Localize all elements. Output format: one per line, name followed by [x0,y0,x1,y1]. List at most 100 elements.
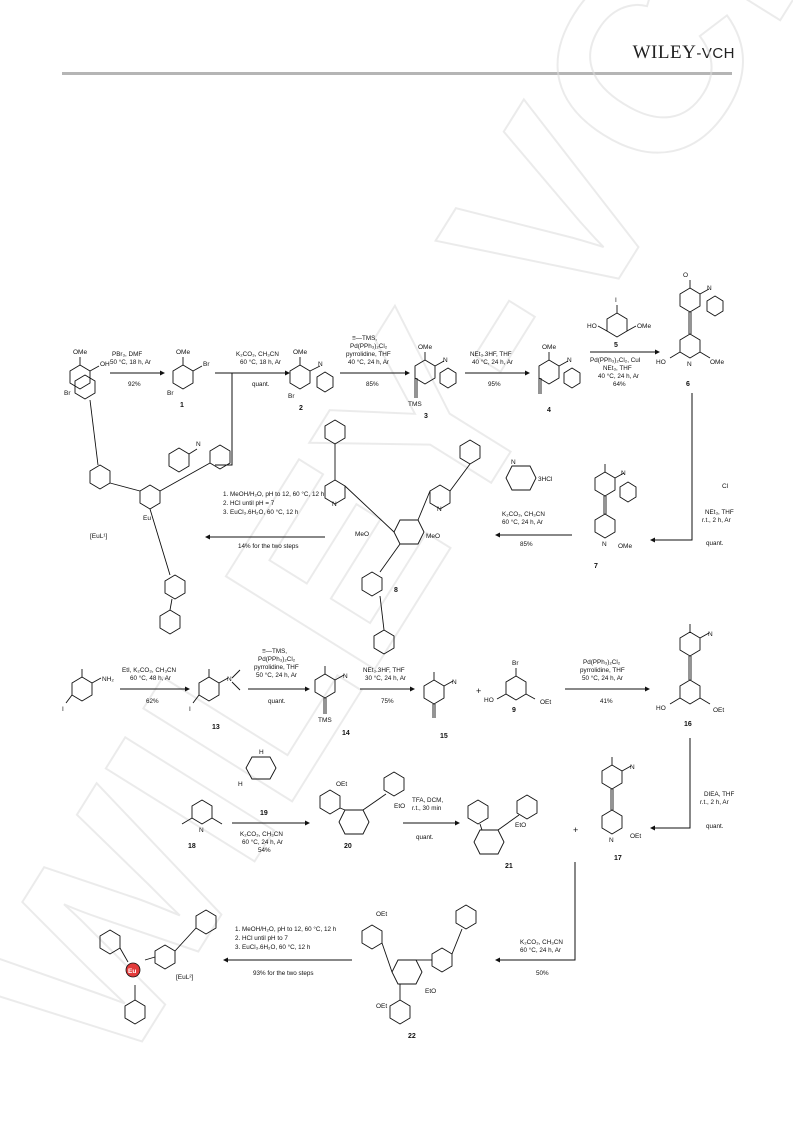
compound-label-9: 9 [512,707,516,714]
s1-step8-line3: 3. EuCl₃.6H₂O, 60 °C, 12 h [223,508,299,516]
header-rule [62,72,732,75]
compound-label-1: 1 [180,402,184,409]
s1-step7-yield: 85% [520,541,533,548]
s1-step2-line2: 60 °C, 18 h, Ar [240,358,281,366]
atom-ome: OMe [293,349,307,356]
scheme-1: OMe OH Br PBr₃, DMF 50 °C, 18 h, Ar 92% … [64,272,734,655]
bracket-s1 [215,372,233,466]
compound-5: I HO OMe 5 [587,297,651,349]
atom-n: N [452,679,457,686]
s2-step4-line1: Pd(PPh₃)₂Cl₂ [583,659,621,666]
s2-step1-line1: EtI, K₂CO₃, CH₃CN [122,667,177,674]
compound-label-21: 21 [505,863,513,870]
s1-step1-line1: PBr₃, DMF [112,351,142,358]
s1-step3-line3: pyrrolidine, THF [346,351,391,358]
publisher-main: Wiley [632,42,697,63]
atom-oet: OEt [540,699,551,706]
s1-step5-line1: Pd(PPh₃)₂Cl₂, CuI [590,357,641,364]
s2-step8-line1: K₂CO₃, CH₃CN [520,939,563,946]
atom-ome: OMe [73,349,87,356]
s2-step2-line2: Pd(PPh₃)₂Cl₂ [258,656,296,663]
s2-step4-line2: pyrrolidine, THF [580,667,625,674]
s2-step4-yield: 41% [600,698,613,705]
s2-step7-yield: quant. [416,834,434,841]
compound-label-15: 15 [440,733,448,740]
plus-sign: + [573,825,578,835]
atom-br: Br [64,390,71,397]
atom-n: N [630,764,635,771]
s2-step6-line2: 60 °C, 24 h, Ar [242,838,283,846]
publisher-logo: Wiley-VCH [633,42,735,64]
compound-6: O N N HO OMe 6 [656,272,724,388]
starting-amine: NH₂ I [62,669,114,713]
atom-n: N [511,459,516,466]
starting-material-1: OMe OH Br [64,349,110,397]
compound-2: OMe N Br 2 [288,349,334,412]
atom-n: N [437,506,442,513]
atom-nh2: NH₂ [102,676,114,683]
s2-step2-line1: ≡—TMS, [262,648,287,655]
s2-step7-line1: TFA, DCM, [412,797,443,804]
arrow-s2-5 [655,738,691,829]
atom-n: N [332,501,337,508]
compound-19: H H 19 [238,749,277,817]
s1-step7-line1: K₂CO₃, CH₃CN [502,511,545,518]
complex-label-1: [EuL¹] [90,533,108,540]
compound-9: Br HO OEt 9 [484,660,551,714]
s1-step3-line4: 40 °C, 24 h, Ar [348,358,389,366]
s1-step3-line2: Pd(PPh₃)₂Cl₂ [350,343,388,350]
atom-br: Br [203,361,210,368]
s1-step8-line2: 2. HCl until pH = 7 [223,500,275,507]
compound-21: EtO 21 [467,794,538,870]
atom-tms: TMS [318,717,332,724]
atom-oet: OEt [630,833,641,840]
compound-label-22: 22 [408,1033,416,1040]
atom-ho: HO [587,323,597,330]
compound-label-3: 3 [424,413,428,420]
atom-i: I [615,297,617,304]
compound-15: N 15 [423,672,457,740]
s2-step4-line3: 50 °C, 24 h, Ar [582,674,623,682]
eu-center-1: Eu [143,515,151,522]
s2-step2-line3: pyrrolidine, THF [254,664,299,671]
atom-ome: OMe [618,543,632,550]
atom-o: O [683,272,688,279]
compound-label-19: 19 [260,810,268,817]
compound-label-14: 14 [342,730,350,737]
compound-8: N N MeO MeO 8 [324,419,481,655]
s2-step1-yield: 62% [146,698,159,705]
s2-step9-line2: 2. HCl until pH to 7 [235,935,288,942]
atom-i: I [189,706,191,713]
compound-label-13: 13 [212,724,220,731]
s2-step5-line1: DIEA, THF [704,791,734,798]
atom-ho: HO [656,359,666,366]
atom-n: N [708,631,713,638]
s1-step5-yield: 64% [613,381,626,388]
publisher-suffix: -VCH [696,45,735,62]
s2-step3-yield: 75% [381,698,394,705]
s2-step5-yield: quant. [706,823,724,830]
s1-step6-line2: r.t., 2 h, Ar [702,517,731,524]
s2-step2-yield: quant. [268,698,286,705]
atom-n: N [687,361,692,368]
atom-oet: OEt [336,781,347,788]
eu-center-highlight [125,962,141,978]
s2-step8-yield: 50% [536,970,549,977]
atom-i: I [62,706,64,713]
arrow-s2-8 [500,862,576,961]
atom-h: H [259,749,264,756]
atom-n: N [196,441,201,448]
s2-step7-line2: r.t., 30 min [412,805,442,812]
compound-label-18: 18 [188,843,196,850]
atom-n: N [227,676,232,683]
s1-step7-line2: 60 °C, 24 h, Ar [502,518,543,526]
s1-step3-yield: 85% [366,381,379,388]
atom-ome: OMe [710,359,724,366]
s1-step4-line2: 40 °C, 24 h, Ar [472,358,513,366]
compound-label-8: 8 [394,587,398,594]
compound-1: OMe Br Br 1 [167,349,210,409]
compound-label-2: 2 [299,405,303,412]
compound-3: OMe N TMS 3 [408,344,457,420]
complex-eul2: Eu [EuL²] [99,909,217,1025]
